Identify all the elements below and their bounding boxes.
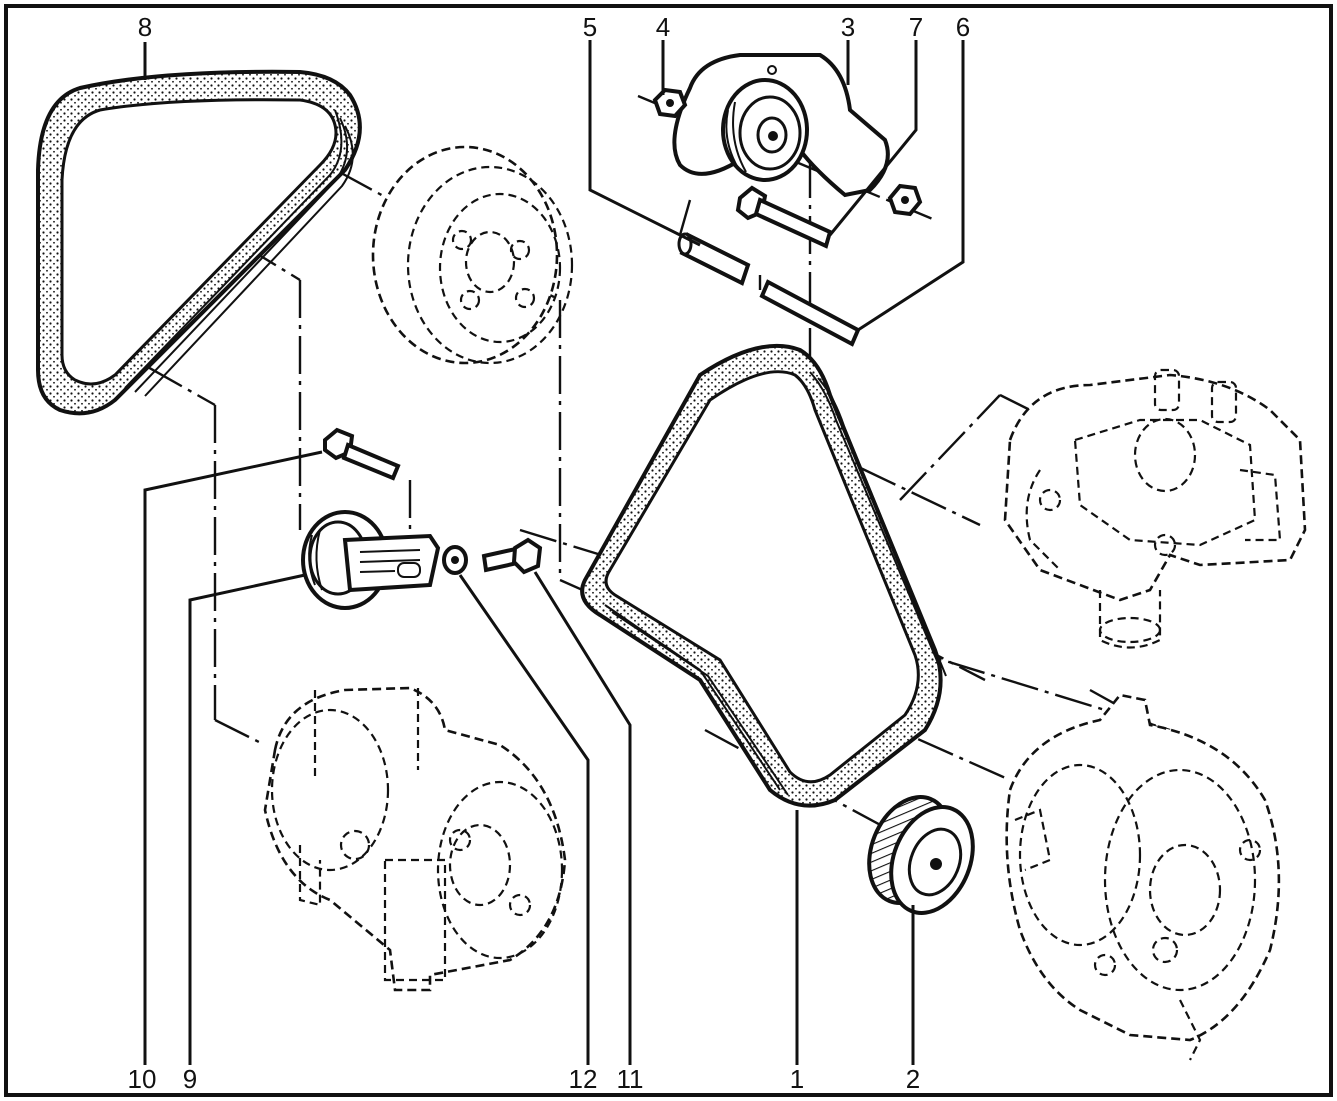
callout-2: 2 xyxy=(906,1064,920,1094)
idler-pulley-2 xyxy=(867,795,975,915)
washer-12 xyxy=(442,545,468,575)
leader-lines xyxy=(143,40,965,1065)
callout-4: 4 xyxy=(656,12,670,42)
callout-8: 8 xyxy=(138,12,152,42)
diagram-frame xyxy=(4,4,1333,1097)
bolt-11 xyxy=(481,537,543,575)
nut-4 xyxy=(652,87,688,119)
callout-5: 5 xyxy=(583,12,597,42)
ribbed-belt-1 xyxy=(580,343,947,808)
callout-11: 11 xyxy=(617,1064,644,1094)
bolt-7 xyxy=(735,185,833,249)
alternator-ghost xyxy=(1005,693,1281,1061)
tensioner-pulley-9 xyxy=(301,510,441,610)
callout-12: 12 xyxy=(569,1064,598,1094)
water-pump-ghost xyxy=(1003,368,1307,649)
spacer-5 xyxy=(677,232,751,286)
crankshaft-pulley-ghost xyxy=(371,145,574,365)
tensioner-assembly-3 xyxy=(672,53,890,198)
callout-labels: 8 5 4 3 7 6 10 9 12 11 1 2 xyxy=(128,12,971,1094)
bolt-10 xyxy=(323,427,401,481)
ribbed-belt-8 xyxy=(36,69,362,416)
nut-right xyxy=(887,183,923,217)
callout-3: 3 xyxy=(841,12,855,42)
callout-10: 10 xyxy=(128,1064,157,1094)
callout-6: 6 xyxy=(956,12,970,42)
callout-9: 9 xyxy=(183,1064,197,1094)
callout-7: 7 xyxy=(909,12,923,42)
callout-1: 1 xyxy=(790,1064,804,1094)
ac-compressor-ghost xyxy=(263,686,567,992)
stud-6 xyxy=(759,279,861,347)
